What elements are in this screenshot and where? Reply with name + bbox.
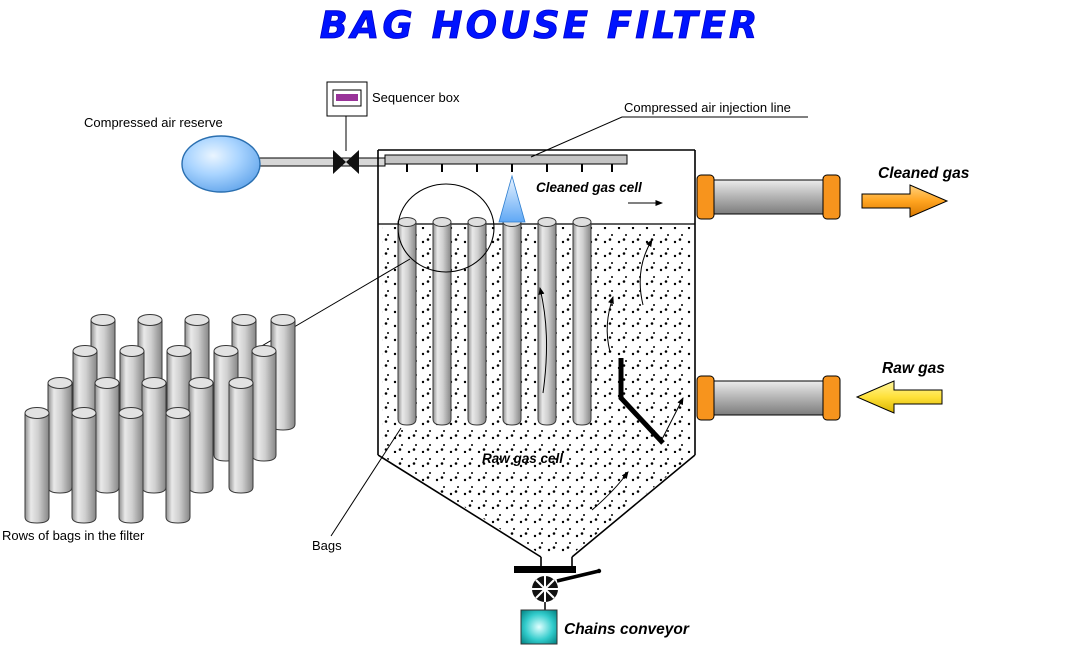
- injection-line-pointer: [530, 116, 808, 158]
- cleaned-gas-flange-right: [822, 174, 841, 220]
- cleaned-gas-pipe: [696, 174, 841, 220]
- compressed-air-reserve-label: Compressed air reserve: [84, 115, 223, 130]
- shutoff-valve-icon: [333, 150, 359, 174]
- injection-line-label: Compressed air injection line: [624, 100, 791, 115]
- sequencer-box-label: Sequencer box: [372, 90, 460, 105]
- rotary-valve-handle: [556, 569, 600, 583]
- chains-conveyor-label: Chains conveyor: [564, 621, 690, 638]
- rotary-valve: [514, 566, 602, 610]
- raw-gas-arrow: [855, 380, 943, 414]
- raw-gas-cell-label: Raw gas cell: [482, 451, 563, 466]
- sequencer-box: [326, 81, 368, 151]
- raw-gas-pipe: [696, 375, 841, 421]
- bag-rows-cluster: [24, 314, 296, 524]
- page-title: BAG HOUSE FILTER: [320, 4, 761, 47]
- compressed-air-feed: [181, 135, 386, 193]
- magnifier-circle: [397, 183, 495, 273]
- cleaned-gas-flange-left: [696, 174, 715, 220]
- dust-dots: [382, 227, 692, 555]
- raw-gas-label: Raw gas: [882, 360, 945, 377]
- cleaned-gas-pipe-body: [713, 179, 825, 215]
- bags-pointer-line: [330, 427, 402, 537]
- air-feed-pipe: [255, 157, 386, 167]
- cleaned-gas-label: Cleaned gas: [878, 165, 970, 182]
- air-reserve-tank: [181, 135, 261, 193]
- rotary-valve-spokes: [532, 576, 558, 602]
- raw-gas-pipe-body: [713, 380, 825, 416]
- cleaned-gas-arrow: [861, 184, 949, 218]
- injection-pipe: [384, 154, 628, 165]
- spray-cone: [498, 174, 526, 223]
- rotary-valve-bar: [514, 566, 576, 573]
- rotary-valve-handle-knob: [596, 568, 602, 574]
- sequencer-icon-bar: [336, 94, 358, 101]
- baghouse-vessel: [377, 149, 696, 566]
- baffle-plate: [618, 358, 665, 445]
- vessel-outline: [377, 149, 696, 566]
- injection-nozzles: [406, 164, 613, 172]
- injection-manifold: [384, 154, 628, 172]
- flow-arrows: [538, 200, 684, 511]
- raw-gas-flange-right: [822, 375, 841, 421]
- bags-label: Bags: [312, 538, 342, 553]
- cleaned-gas-cell-label: Cleaned gas cell: [536, 180, 642, 195]
- rows-of-bags-label: Rows of bags in the filter: [2, 528, 145, 543]
- raw-gas-flange-left: [696, 375, 715, 421]
- chains-conveyor-box: [520, 609, 558, 645]
